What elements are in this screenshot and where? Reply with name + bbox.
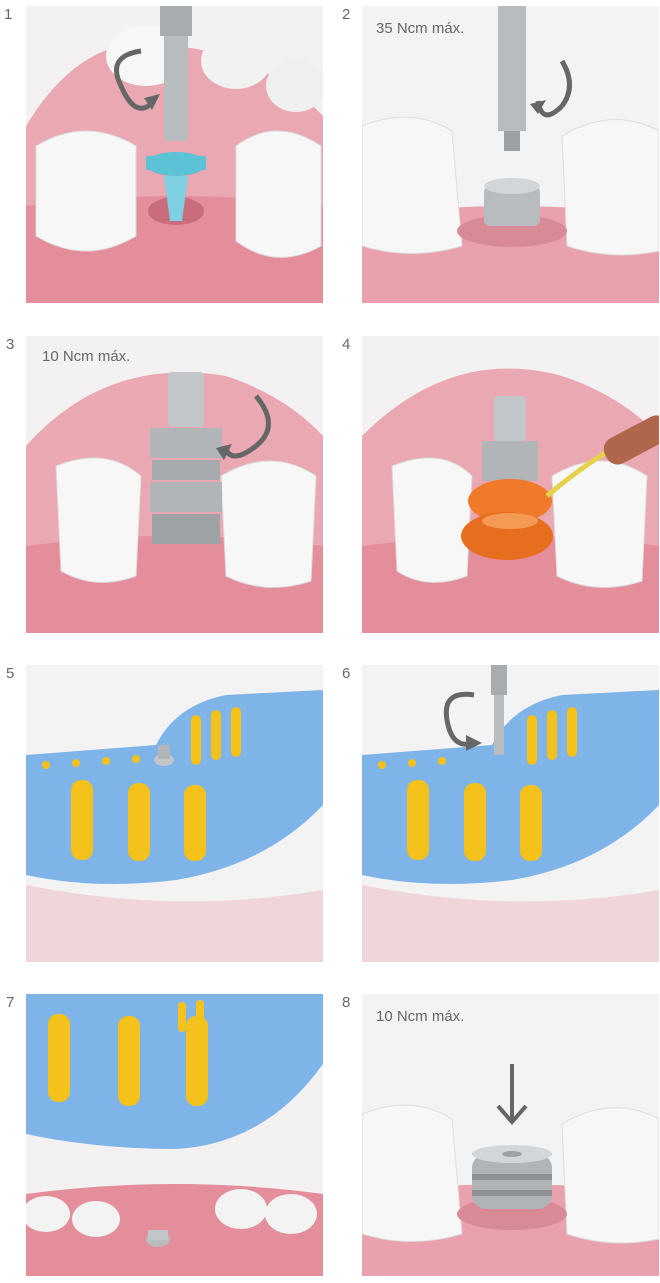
step-number: 3 bbox=[6, 336, 14, 353]
step-illustration bbox=[26, 994, 323, 1276]
step-number: 4 bbox=[342, 336, 350, 353]
step-number: 1 bbox=[4, 6, 12, 23]
step-number: 5 bbox=[6, 665, 14, 682]
step-number: 8 bbox=[342, 994, 350, 1011]
torque-label: 10 Ncm máx. bbox=[42, 348, 130, 365]
step-number: 7 bbox=[6, 994, 14, 1011]
step-illustration bbox=[26, 336, 323, 633]
step-illustration bbox=[26, 665, 323, 962]
step-illustration bbox=[362, 994, 659, 1276]
step-illustration bbox=[362, 665, 659, 962]
step-illustration bbox=[362, 6, 659, 303]
torque-label: 10 Ncm máx. bbox=[376, 1008, 464, 1025]
torque-label: 35 Ncm máx. bbox=[376, 20, 464, 37]
step-number: 2 bbox=[342, 6, 350, 23]
step-illustration bbox=[26, 6, 323, 303]
step-illustration bbox=[362, 336, 659, 633]
step-number: 6 bbox=[342, 665, 350, 682]
